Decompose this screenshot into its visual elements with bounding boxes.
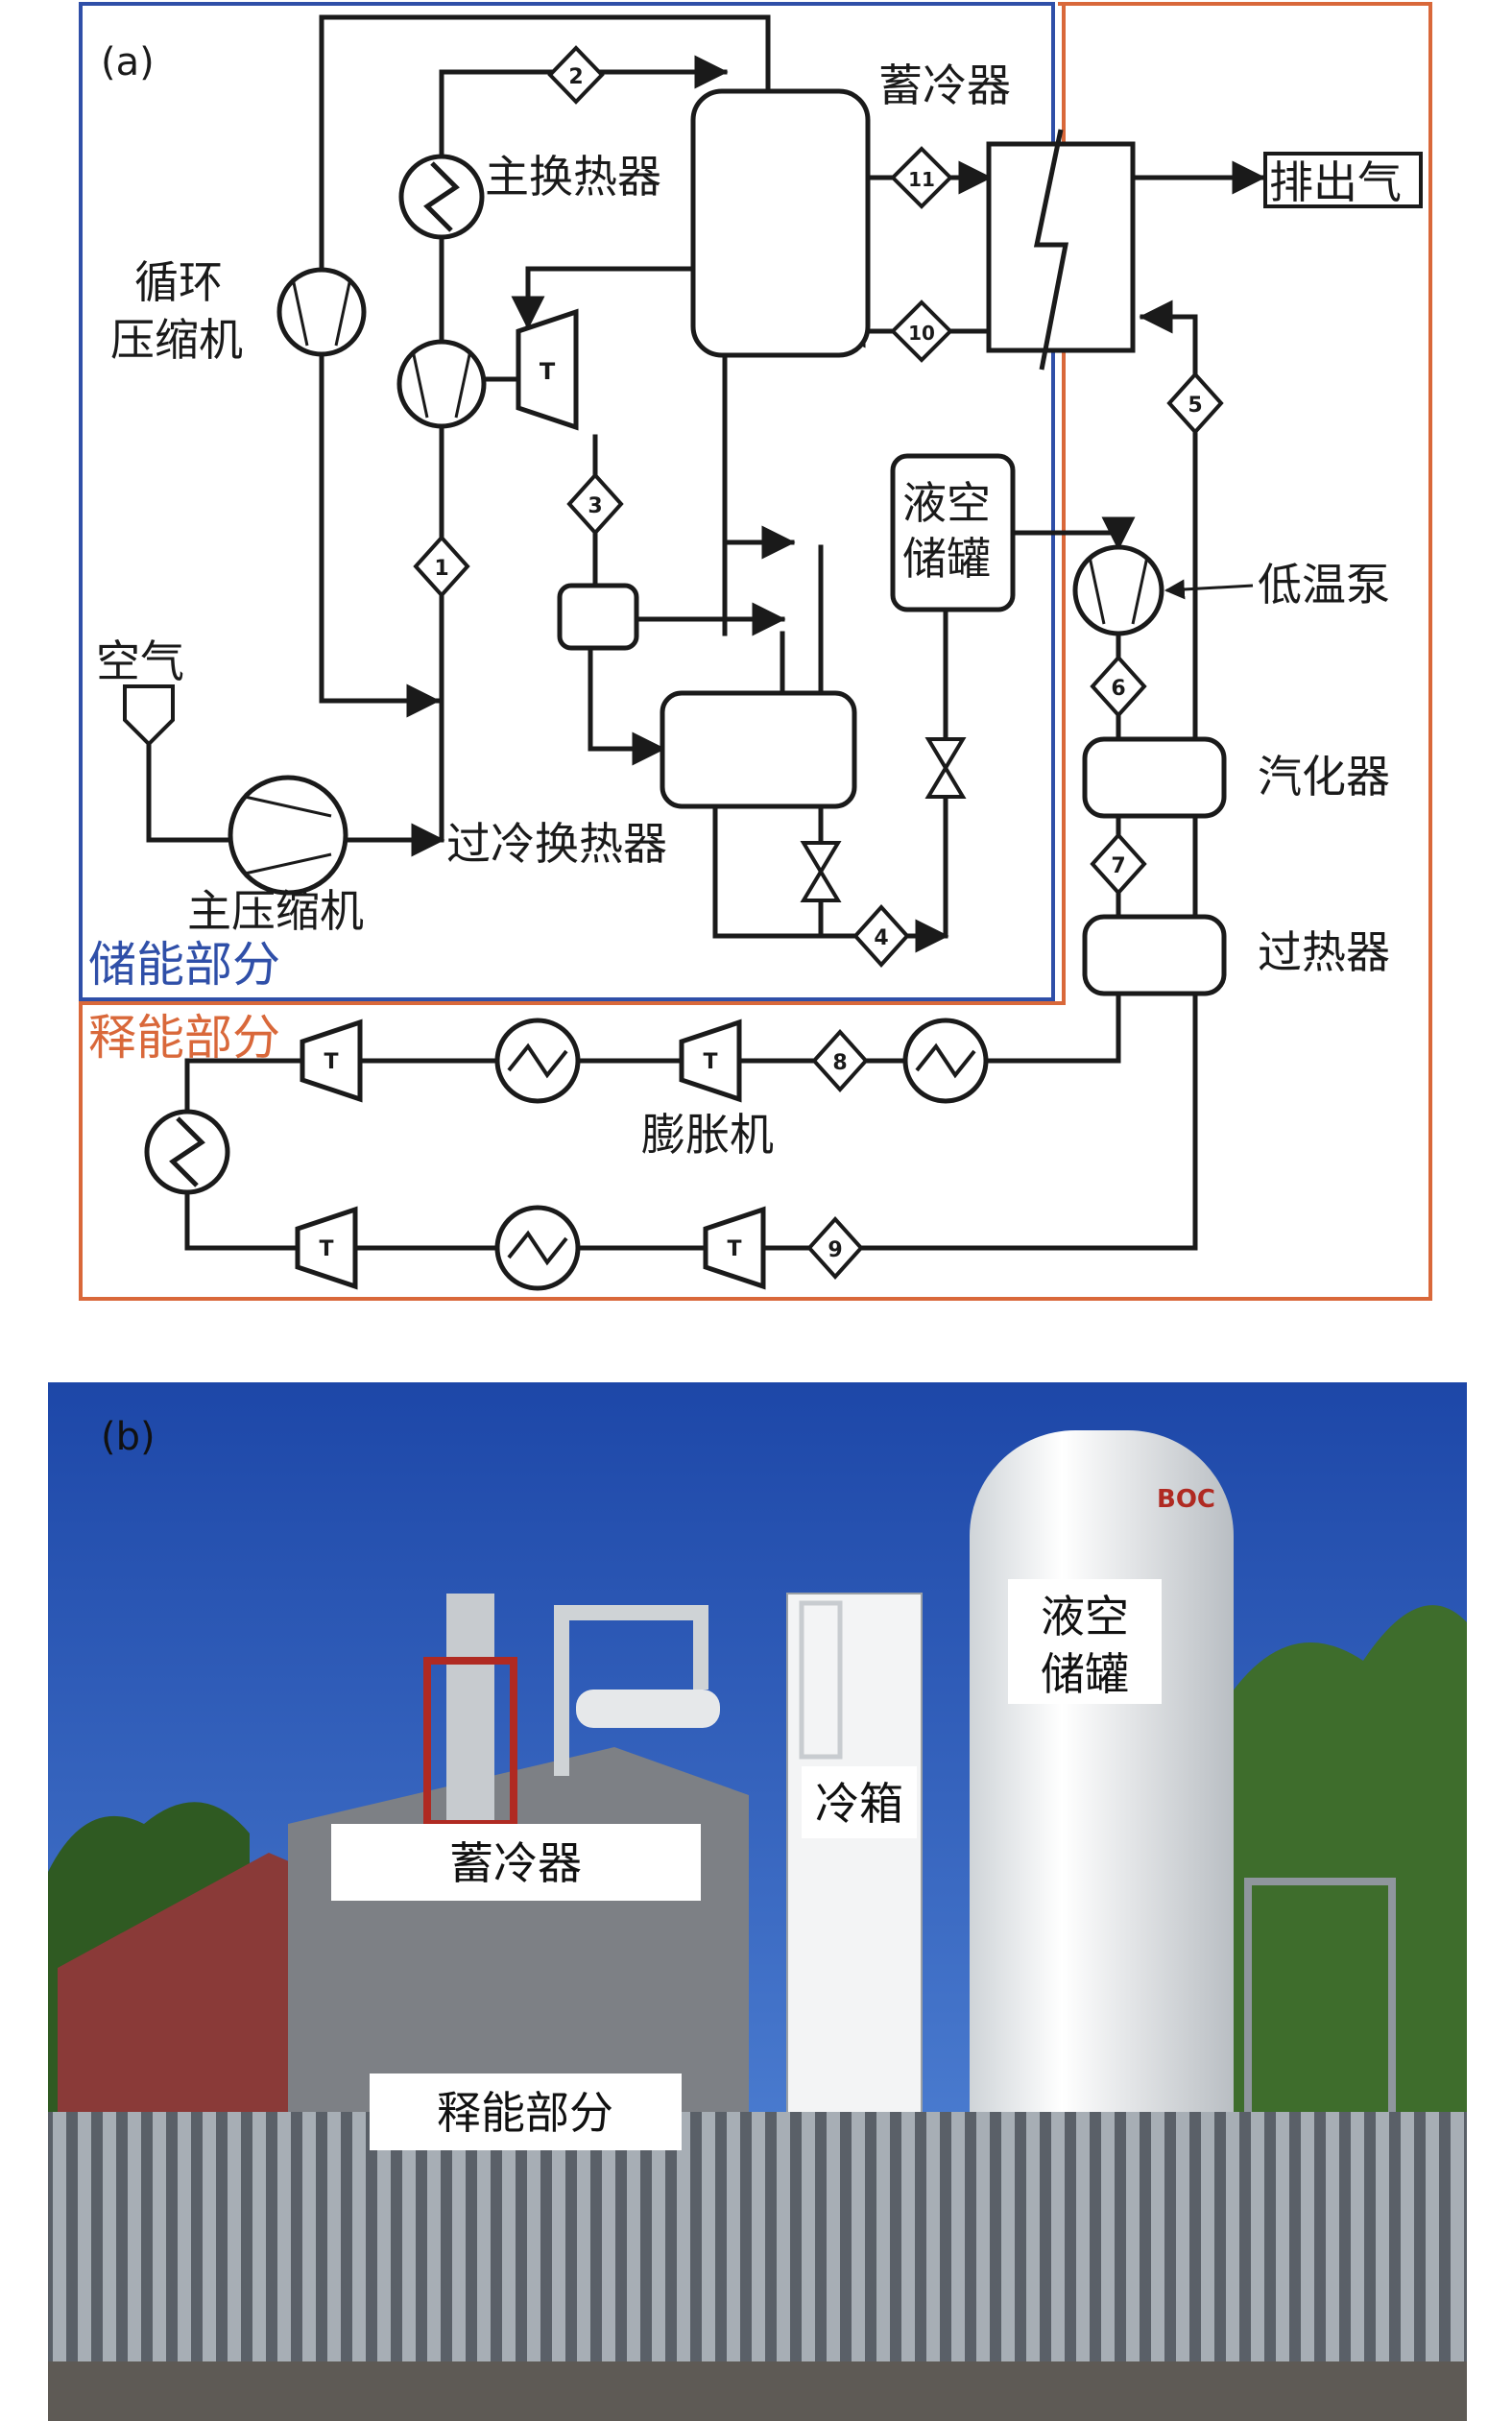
separator-to-subcooler-line — [588, 645, 666, 766]
air-intake-line — [146, 741, 233, 843]
label-subcool-hx: 过冷换热器 — [446, 818, 667, 870]
label-cold-storage-photo: 蓄冷器 — [449, 1837, 582, 1889]
svg-text:8: 8 — [832, 1051, 847, 1075]
svg-text:6: 6 — [1111, 677, 1125, 701]
label-cryo-pump: 低温泵 — [1258, 559, 1390, 611]
exhaust-stack — [446, 1594, 494, 1834]
booster-compressor-symbol — [396, 339, 487, 429]
stream-4-line — [712, 799, 949, 953]
main-hx-symbol — [398, 154, 485, 240]
label-release-region: 释能部分 — [88, 1010, 280, 1066]
svg-text:T: T — [324, 1050, 338, 1074]
cryo-pump-symbol — [1072, 544, 1164, 636]
release-region-border — [79, 2, 1432, 1301]
state-point-10: 10 — [890, 300, 953, 363]
ground — [48, 2361, 1467, 2421]
pipe-loop — [554, 1605, 708, 1776]
hx-to-turbine-line — [511, 266, 728, 330]
label-storage-region: 储能部分 — [88, 937, 280, 993]
label-exhaust: 排出气 — [1269, 156, 1402, 208]
label-cold-storage: 蓄冷器 — [878, 60, 1011, 111]
main-compressor-symbol — [228, 775, 348, 896]
throttle-valve-1 — [800, 841, 842, 902]
expander-turbine-3: T — [295, 1206, 358, 1290]
label-cycle-compressor-line1: 循环 — [134, 256, 223, 308]
svg-text:5: 5 — [1188, 394, 1202, 418]
air-intake-nozzle — [123, 684, 175, 747]
liquid-air-tank-body — [890, 453, 1016, 612]
label-liquid-air-tank-line2: 储罐 — [902, 533, 991, 585]
pipe-horizontal — [576, 1690, 720, 1728]
svg-text:4: 4 — [874, 926, 888, 950]
state-point-11: 11 — [890, 146, 953, 209]
label-tank-line1: 液空 — [1041, 1591, 1129, 1642]
label-liquid-air-tank-line1: 液空 — [902, 477, 991, 529]
cycle-compressor-loop — [319, 14, 771, 704]
expander-turbine-4: T — [703, 1206, 766, 1290]
svg-text:11: 11 — [908, 168, 935, 191]
expander-turbine-1: T — [300, 1019, 363, 1103]
palisade-fence — [48, 2112, 1467, 2371]
reheater-3-vertical — [144, 1109, 230, 1195]
svg-text:1: 1 — [434, 557, 448, 581]
state-point-1: 1 — [413, 535, 470, 598]
reheater-down-line — [184, 1192, 300, 1251]
svg-text:T: T — [727, 1237, 741, 1261]
cold-storage-zigzag — [1033, 129, 1069, 371]
vaporizer-body — [1082, 736, 1227, 819]
svg-text:T: T — [319, 1237, 333, 1261]
cryo-pump-pointer — [1164, 579, 1254, 600]
svg-text:3: 3 — [588, 494, 602, 518]
site-photo: BOC (b) 液空 储罐 冷箱 蓄冷器 释能部分 — [48, 1382, 1467, 2421]
svg-text:T: T — [540, 358, 556, 385]
tank-to-pump-line — [1010, 516, 1136, 551]
svg-text:9: 9 — [828, 1238, 842, 1262]
label-air: 空气 — [96, 635, 184, 687]
panel-b-label: (b) — [101, 1415, 156, 1459]
svg-text:7: 7 — [1111, 854, 1125, 878]
state-point-5: 5 — [1166, 372, 1224, 435]
label-cold-box: 冷箱 — [815, 1778, 903, 1830]
separator-vessel — [557, 583, 639, 651]
state-point-8: 8 — [811, 1029, 869, 1092]
main-heat-exchanger-body — [690, 88, 871, 358]
state-point-3: 3 — [566, 472, 624, 536]
state-point-7: 7 — [1090, 832, 1147, 896]
reheater-4 — [494, 1205, 581, 1291]
superheater-body — [1082, 914, 1227, 996]
svg-text:10: 10 — [908, 322, 935, 345]
reheater-2 — [902, 1018, 989, 1104]
label-main-hx: 主换热器 — [485, 151, 661, 203]
stream-2-line — [439, 55, 729, 152]
reheater-1 — [494, 1018, 581, 1104]
label-box-tank — [1008, 1579, 1162, 1704]
state-point-9: 9 — [806, 1216, 864, 1280]
label-vaporizer: 汽化器 — [1258, 751, 1390, 803]
svg-text:2: 2 — [568, 65, 583, 89]
label-tank-line2: 储罐 — [1041, 1648, 1129, 1700]
state-point-4: 4 — [852, 904, 910, 968]
label-box-cold-box — [802, 1766, 917, 1838]
state-point-6: 6 — [1090, 655, 1147, 718]
cycle-compressor-symbol — [276, 267, 367, 357]
cold-box-ladder — [799, 1600, 843, 1760]
label-expander: 膨胀机 — [641, 1109, 774, 1161]
state-point-2: 2 — [547, 45, 605, 105]
throttle-valve-2 — [924, 737, 967, 799]
label-superheater: 过热器 — [1258, 926, 1390, 978]
expander-turbine-2: T — [679, 1019, 742, 1103]
process-flow-diagram: T T T — [79, 2, 1432, 1301]
label-box-release — [370, 2073, 682, 2150]
liquefaction-turbine-symbol: T — [516, 308, 579, 431]
panel-a-label: (a) — [101, 40, 155, 84]
label-release-photo: 释能部分 — [437, 2087, 613, 2139]
label-main-compressor: 主压缩机 — [187, 885, 364, 937]
svg-text:T: T — [703, 1050, 717, 1074]
exhaust-box — [1263, 152, 1423, 208]
storage-region-border — [79, 2, 1055, 1001]
subcool-heat-exchanger-body — [660, 690, 857, 809]
tank-logo: BOC — [1157, 1485, 1215, 1514]
label-cycle-compressor-line2: 压缩机 — [110, 314, 243, 366]
label-box-cold-storage — [331, 1824, 701, 1901]
